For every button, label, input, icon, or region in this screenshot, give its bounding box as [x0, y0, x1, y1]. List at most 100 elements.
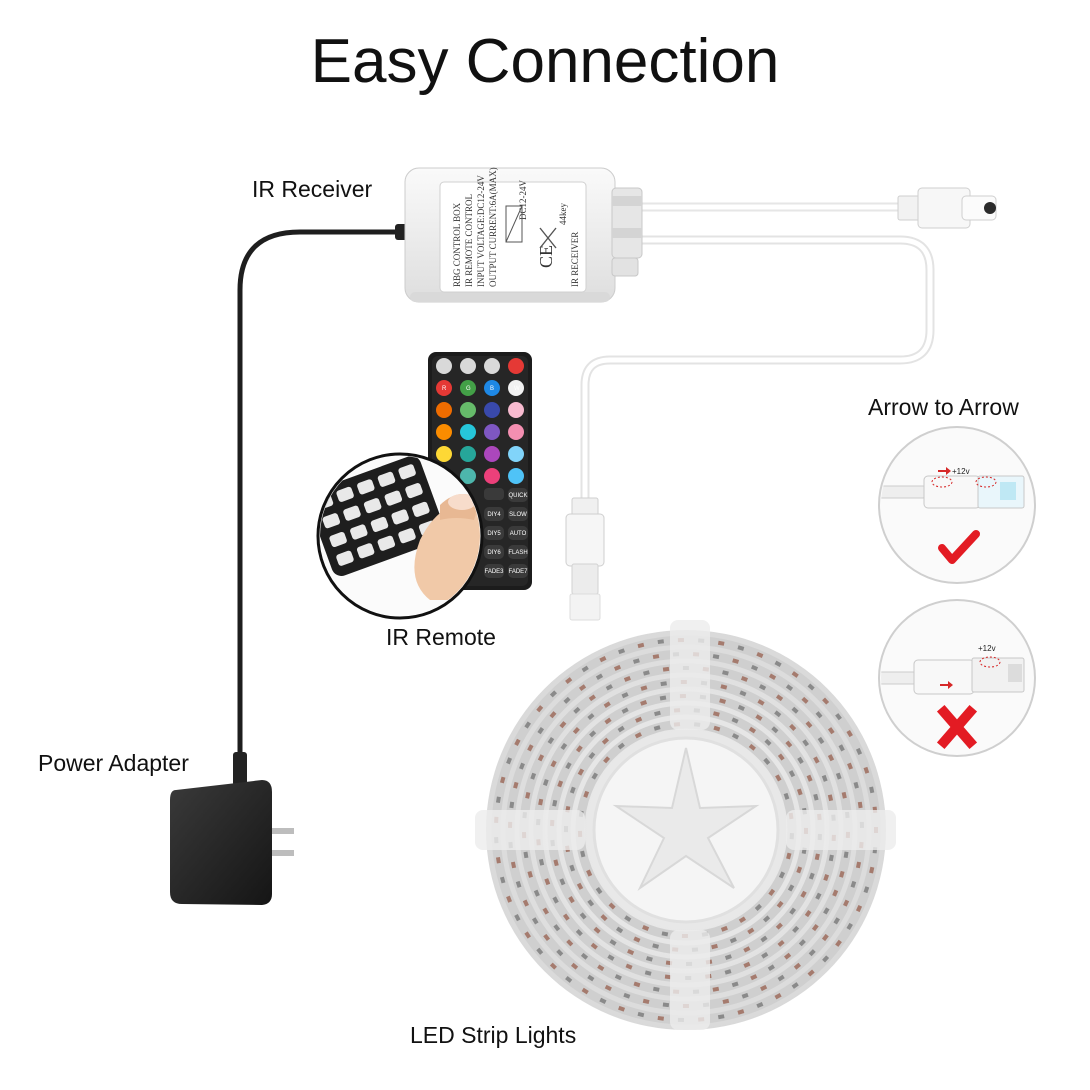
strip-led-chip [791, 706, 799, 714]
strip-led-chip [514, 738, 521, 746]
strip-led-chip [605, 684, 613, 691]
strip-led-chip [524, 721, 531, 729]
strip-led-chip [835, 713, 842, 721]
remote-color-button [508, 446, 524, 462]
strip-led-chip [560, 742, 568, 751]
strip-led-chip [569, 786, 576, 794]
strip-led-chip [499, 876, 506, 884]
strip-led-chip [637, 642, 645, 649]
strip-led-chip [549, 711, 557, 719]
strip-led-chip [747, 927, 755, 935]
zoom-remote-button [398, 464, 416, 480]
page-title: Easy Connection [310, 27, 780, 96]
strip-led-chip [530, 772, 537, 780]
remote-color-button [484, 468, 500, 484]
remote-color-button [436, 358, 452, 374]
strip-led-chip [720, 925, 728, 932]
strip-led-chip [588, 694, 596, 702]
remote-mode-label: FLASH [508, 550, 527, 556]
strip-led-chip [506, 895, 513, 903]
remote-mode-label: QUICK [508, 493, 527, 499]
box-line-5: IR RECEIVER [570, 232, 580, 287]
remote-mode-button [508, 545, 528, 559]
strip-led-chip [717, 1014, 725, 1020]
strip-led-chip [644, 970, 652, 976]
strip-led-chip [808, 949, 816, 957]
strip-led-chip [768, 673, 777, 680]
remote-color-button [484, 380, 500, 396]
strip-led-chip [767, 964, 775, 971]
strip-led-chip [756, 1002, 764, 1009]
led-strip-reel [475, 620, 896, 1030]
strip-led-chip [642, 998, 650, 1005]
remote-color-button [460, 380, 476, 396]
strip-led-chip [731, 733, 740, 740]
remote-row-label: W [514, 386, 520, 392]
strip-led-chip [722, 998, 730, 1005]
strip-led-chip [640, 700, 648, 706]
strip-led-chip [559, 878, 566, 886]
strip-led-chip [519, 762, 525, 770]
box-line-3: INPUT VOLTAGE:DC12-24V [476, 175, 486, 287]
remote-color-button [460, 424, 476, 440]
strip-led-chip [587, 713, 595, 721]
strip-led-chip [514, 914, 521, 922]
strip-led-chip [597, 964, 605, 972]
strip-led-chip [575, 929, 583, 937]
strip-led-chip [787, 884, 795, 892]
strip-led-chip [662, 1002, 670, 1008]
strip-led-chip [581, 665, 589, 673]
strip-led-chip [758, 684, 767, 691]
strip-led-chip [720, 684, 728, 690]
strip-led-chip [524, 931, 531, 939]
strip-led-chip [841, 791, 847, 799]
strip-led-chip [863, 886, 870, 894]
strip-led-chip [788, 770, 796, 778]
strip-led-chip [724, 954, 732, 960]
strip-led-chip [581, 987, 589, 995]
strip-led-chip [623, 992, 631, 999]
female-connector [897, 187, 997, 229]
strip-led-chip [569, 864, 576, 872]
check-mark-icon [938, 530, 980, 564]
remote-row-label: B [490, 386, 494, 392]
strip-led-chip [621, 707, 629, 714]
strip-led-chip [793, 962, 801, 970]
strip-led-chip [850, 880, 857, 888]
remote-mode-button [508, 526, 528, 540]
strip-led-chip [740, 675, 748, 682]
strip-led-chip [549, 962, 557, 970]
box-line-4: OUTPUT CURRENT:6A(MAX) [488, 167, 498, 287]
remote-mode-label: FADE7 [508, 569, 528, 575]
strip-led-chip [774, 710, 782, 718]
strip-led-chip [821, 933, 829, 942]
strip-led-chip [565, 976, 573, 983]
strip-led-chip [771, 726, 779, 734]
strip-led-chip [617, 725, 625, 733]
strip-led-chip [621, 692, 629, 699]
strip-led-chip [763, 757, 771, 765]
zoom-remote-button [322, 513, 341, 529]
strip-led-chip [646, 956, 653, 962]
strip-led-chip [532, 917, 539, 925]
strip-led-chip [776, 900, 784, 909]
strip-led-chip [785, 684, 794, 692]
zoom-remote-button [336, 550, 354, 566]
strip-led-chip [796, 788, 803, 796]
strip-led-chip [827, 754, 835, 762]
strip-led-chip [643, 670, 650, 676]
cross-mark-icon [936, 704, 978, 750]
box-line-1: RBG CONTROL BOX [452, 202, 462, 287]
strip-led-chip [586, 869, 593, 877]
strip-led-chip [613, 664, 622, 671]
remote-color-button [460, 446, 476, 462]
strip-led-chip [559, 721, 567, 729]
strip-led-chip [784, 952, 792, 960]
remote-color-button [508, 424, 524, 440]
strip-led-chip [750, 664, 759, 671]
strip-led-chip [823, 874, 830, 881]
strip-led-chip [789, 723, 797, 731]
strip-led-chip [590, 942, 598, 950]
strip-led-chip [813, 793, 819, 801]
